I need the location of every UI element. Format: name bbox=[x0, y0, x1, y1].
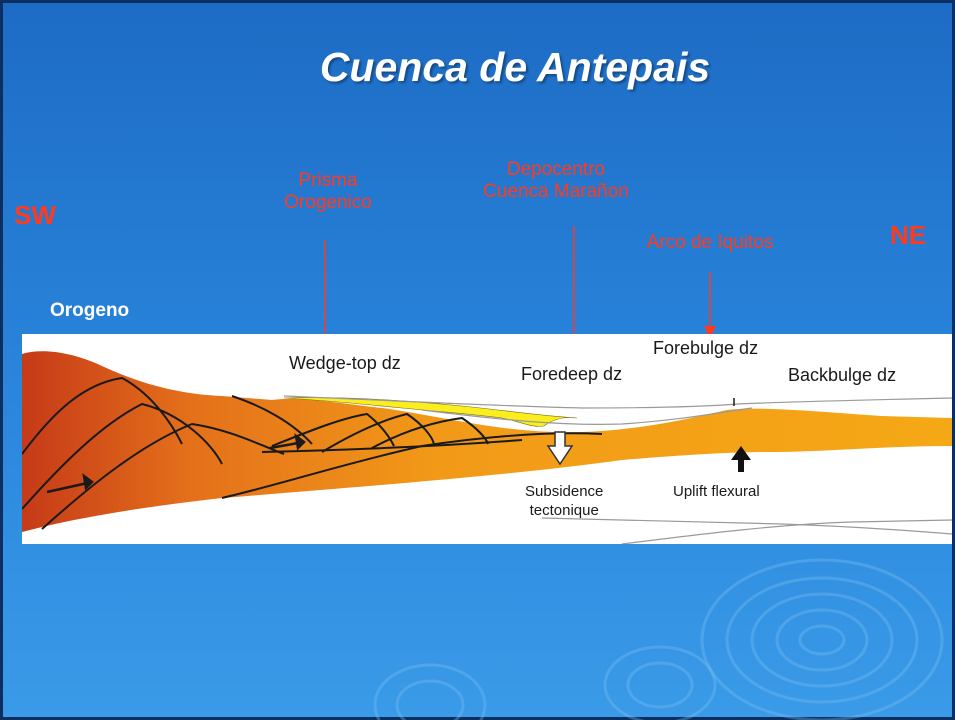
uplift-arrow-icon bbox=[731, 446, 751, 472]
callout-depocentro: Depocentro Cuenca Marañon bbox=[446, 159, 666, 203]
callout-arco: Arco de Iquitos bbox=[646, 232, 774, 253]
orogeno-label: Orogeno bbox=[50, 300, 130, 321]
label-subsidence-line1: Subsidence bbox=[525, 483, 604, 500]
callout-prisma-line1: Prisma bbox=[298, 170, 358, 191]
label-backbulge: Backbulge dz bbox=[788, 365, 897, 385]
label-wedge-top: Wedge-top dz bbox=[289, 353, 401, 373]
label-subsidence: Subsidence tectonique bbox=[525, 482, 603, 520]
direction-ne: NE bbox=[890, 220, 927, 250]
callout-prisma-line2: Orogenico bbox=[284, 192, 372, 213]
callout-depocentro-line1: Depocentro bbox=[506, 159, 606, 180]
label-subsidence-line2: tectonique bbox=[529, 502, 599, 519]
subsidence-arrow-icon bbox=[546, 431, 574, 466]
callout-depocentro-line2: Cuenca Marañon bbox=[483, 181, 629, 202]
cross-section-panel: Wedge-top dz Foredeep dz Forebulge dz Ba… bbox=[22, 334, 952, 544]
label-forebulge: Forebulge dz bbox=[653, 338, 759, 358]
cross-section-drawing bbox=[22, 351, 952, 544]
callout-prisma: Prisma Orogenico bbox=[258, 170, 398, 214]
label-foredeep: Foredeep dz bbox=[521, 364, 623, 384]
label-uplift: Uplift flexural bbox=[673, 483, 760, 500]
direction-sw: SW bbox=[14, 200, 56, 230]
slide-title: Cuenca de Antepais bbox=[319, 44, 711, 90]
